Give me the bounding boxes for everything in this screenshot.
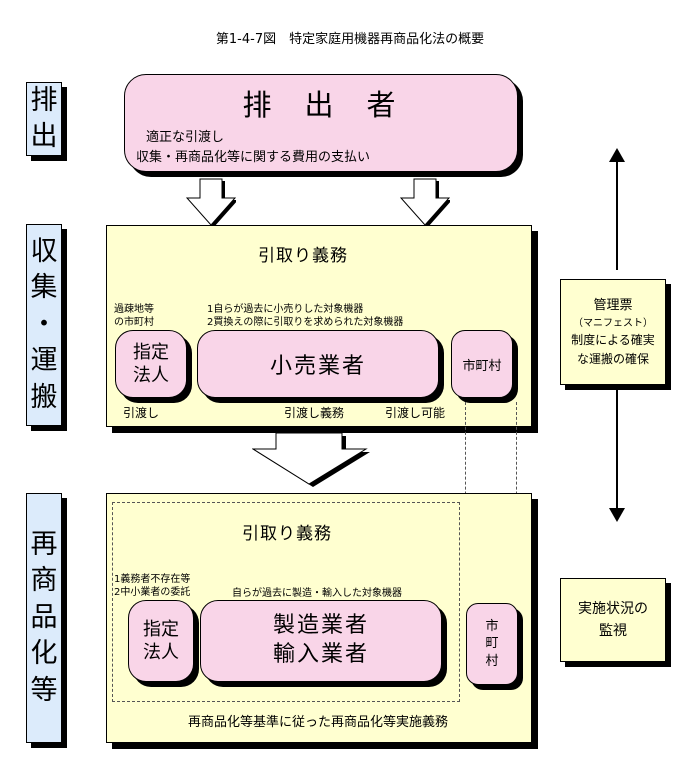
note-line: 過疎地等 [114, 304, 154, 315]
label-handover-possible: 引渡し可能 [385, 406, 446, 420]
collection-heading: 引取り義務 [258, 246, 348, 266]
box-line: 製造業者 [272, 613, 369, 639]
note-line: 監視 [599, 623, 627, 639]
stage-char: 搬 [30, 381, 58, 413]
stage-char: 化 [30, 638, 58, 670]
box-line: 輸入業者 [272, 642, 369, 667]
large-down-arrow-icon [252, 432, 370, 487]
recycling-footer: 再商品化等基準に従った再商品化等実施義務 [187, 715, 448, 730]
emitter-box [124, 74, 518, 172]
down-arrow-icon [186, 178, 236, 227]
down-arrow-icon [400, 178, 450, 227]
stage-char: 商 [30, 565, 58, 597]
box-line: 指定 [143, 618, 179, 640]
note-line: 1自らが過去に小売りした対象機器 [207, 304, 364, 315]
stage-char: 収 [30, 235, 58, 267]
note-line: 実施状況の [578, 600, 648, 617]
manifest-note: 管理票 （マニフェスト） 制度による確実 な運搬の確保 [560, 279, 666, 385]
manufacturer-box: 製造業者 輸入業者 [200, 600, 442, 682]
note-line: な運搬の確保 [576, 351, 649, 366]
stage-recycling: 再 商 品 化 等 [26, 493, 62, 743]
collection-designated-box: 指定 法人 [115, 330, 187, 398]
stage-char: 出 [30, 121, 58, 152]
stage-char: 再 [30, 528, 58, 560]
stage-char: 排 [30, 84, 58, 116]
collection-designated-note: 過疎地等 の市町村 [114, 303, 154, 329]
box-line: 市 [485, 618, 499, 634]
note-line: 2中小業者の委託 [114, 587, 191, 598]
recycling-designated-box: 指定 法人 [128, 600, 194, 682]
label-handover: 引渡し [123, 406, 160, 420]
note-line: の市町村 [114, 317, 154, 328]
box-line: 指定 [133, 341, 169, 363]
emitter-line1: 適正な引渡し [146, 130, 225, 145]
box-line: 市町村 [462, 358, 502, 374]
box-line: 小売業者 [269, 354, 366, 379]
label-handover-duty: 引渡し義務 [284, 406, 345, 420]
box-line: 法人 [133, 365, 169, 386]
manufacturer-note: 自らが過去に製造・輸入した対象機器 [232, 588, 402, 599]
recycling-heading: 引取り義務 [242, 524, 332, 544]
monitoring-note: 実施状況の 監視 [560, 578, 666, 662]
recycling-designated-note: 1義務者不存在等 2中小業者の委託 [114, 573, 190, 599]
stage-char: ・ [30, 308, 58, 340]
collection-municipality-box: 市町村 [451, 330, 513, 398]
note-line: 制度による確実 [571, 333, 655, 348]
note-line: 1義務者不存在等 [114, 574, 191, 585]
note-line: （マニフェスト） [573, 317, 653, 329]
box-line: 村 [485, 653, 499, 669]
stage-emission: 排 出 [26, 82, 62, 156]
retailer-box: 小売業者 [197, 330, 439, 398]
stage-char: 等 [30, 674, 58, 706]
stage-char: 品 [30, 601, 58, 633]
figure-title: 第1-4-7図 特定家庭用機器再商品化法の概要 [215, 32, 485, 47]
stage-char: 運 [30, 345, 58, 377]
box-line: 町 [485, 636, 499, 652]
manufacturer-group-dashed [112, 502, 460, 702]
recycling-municipality-box: 市 町 村 [466, 603, 518, 685]
emitter-title: 排 出 者 [242, 88, 398, 122]
box-line: 法人 [143, 642, 179, 663]
stage-char: 集 [30, 272, 58, 304]
collection-retailer-note: 1自らが過去に小売りした対象機器 2買換えの際に引取りを求められた対象機器 [207, 303, 403, 329]
note-line: 管理票 [593, 297, 633, 313]
emitter-line2: 収集・再商品化等に関する費用の支払い [136, 150, 371, 165]
double-arrow-icon [609, 148, 625, 522]
note-line: 2買換えの際に引取りを求められた対象機器 [207, 317, 404, 328]
stage-collection: 収 集 ・ 運 搬 [26, 224, 62, 426]
